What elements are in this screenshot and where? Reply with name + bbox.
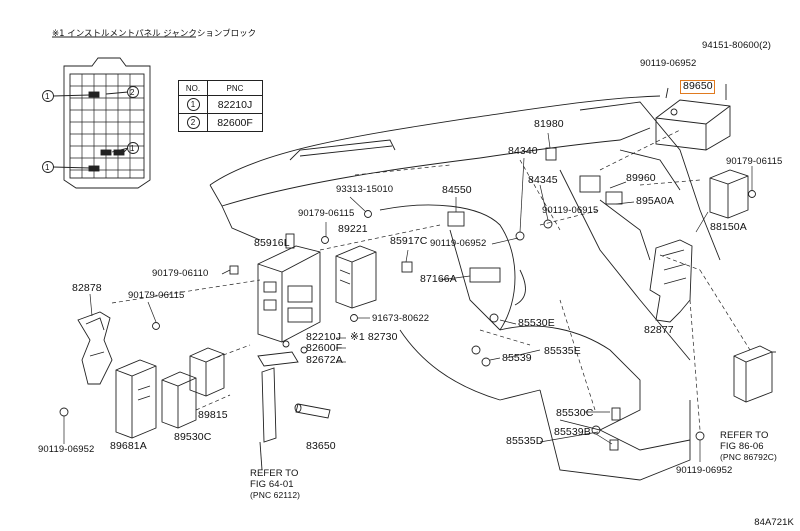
part-label[interactable]: 89815 <box>198 409 228 421</box>
refer-note-line[interactable]: FIG 86-06 <box>720 441 764 452</box>
inset-callout-2: 2 <box>130 88 135 97</box>
part-label[interactable]: 89221 <box>338 223 368 235</box>
part-label[interactable]: 84340 <box>508 145 538 157</box>
part-label[interactable]: 85535E <box>544 345 581 357</box>
part-label[interactable]: 89681A <box>110 440 147 452</box>
inset-callout-1b: 1 <box>130 144 135 153</box>
module-89681A <box>115 359 157 439</box>
part-label[interactable]: 90119-06952 <box>38 444 95 455</box>
pnc-row-no: 2 <box>186 116 200 129</box>
part-label[interactable]: 85539B <box>554 426 591 438</box>
inset-callout-1a: 1 <box>45 92 50 101</box>
highlight-box <box>680 80 715 94</box>
junction-block-inset <box>42 57 151 189</box>
part-label[interactable]: 89530C <box>174 431 212 443</box>
part-label[interactable]: 90119-06952 <box>676 465 733 476</box>
instrument-panel-outline <box>209 95 721 481</box>
junction-block-82730 <box>257 233 321 343</box>
bracket-82877 <box>649 239 693 323</box>
refer-note-line: (PNC 62112) <box>250 490 301 500</box>
part-label[interactable]: 87166A <box>420 273 457 285</box>
part-label[interactable]: 85916L <box>254 237 290 249</box>
part-label[interactable]: 90119-06952 <box>640 58 697 69</box>
part-label[interactable]: 82877 <box>644 324 674 336</box>
part-label[interactable]: 82600F <box>306 342 343 354</box>
part-label[interactable]: 91673-80622 <box>372 313 430 324</box>
part-label[interactable]: ※1 82730 <box>350 331 398 343</box>
part-label[interactable]: 94151-80600(2) <box>702 40 772 51</box>
module-86792C <box>733 345 776 403</box>
part-label[interactable]: 90179-06115 <box>128 290 185 301</box>
part-label[interactable]: 85917C <box>390 235 428 247</box>
part-label[interactable]: 90179-06110 <box>152 268 209 279</box>
module-89530C <box>161 371 197 429</box>
part-label[interactable]: 93313-15010 <box>336 184 394 195</box>
part-label[interactable]: 90179-06115 <box>298 208 355 219</box>
part-label[interactable]: 895A0A <box>636 195 674 207</box>
pnc-table-header-no: NO. <box>178 80 208 96</box>
part-label[interactable]: 81980 <box>534 118 564 130</box>
pnc-row-no: 1 <box>186 98 200 111</box>
part-label[interactable]: 82878 <box>72 282 102 294</box>
module-89650 <box>655 84 731 151</box>
diagram-code: 84A721K <box>754 517 794 528</box>
part-label-highlighted[interactable]: 89650 <box>683 80 713 92</box>
part-label[interactable]: 90179-06115 <box>726 156 783 167</box>
part-label[interactable]: 90119-06915 <box>542 205 599 216</box>
refer-note-line: (PNC 86792C) <box>720 452 777 462</box>
refer-note-line: REFER TO <box>250 468 299 479</box>
part-label[interactable]: 85530E <box>518 317 555 329</box>
pnc-table: NO. PNC 1 82210J 2 82600F <box>178 80 263 132</box>
part-label[interactable]: 85530C <box>556 407 594 419</box>
part-label[interactable]: 82672A <box>306 354 343 366</box>
module-88150A <box>709 169 756 219</box>
part-83650 <box>294 403 331 419</box>
part-label[interactable]: 85535D <box>506 435 544 447</box>
part-label[interactable]: 84550 <box>442 184 472 196</box>
part-label[interactable]: 89960 <box>626 172 656 184</box>
part-label[interactable]: 83650 <box>306 440 336 452</box>
pnc-row-value[interactable]: 82210J <box>207 95 263 114</box>
part-label[interactable]: 90119-06952 <box>430 238 487 249</box>
part-label[interactable]: 82210J <box>306 331 342 343</box>
bracket-82878 <box>77 311 113 385</box>
pnc-row-value[interactable]: 82600F <box>207 113 263 132</box>
strip-82672A <box>257 351 299 471</box>
refer-note-line: REFER TO <box>720 430 769 441</box>
refer-note-line[interactable]: FIG 64-01 <box>250 479 294 490</box>
part-label[interactable]: 84345 <box>528 174 558 186</box>
pnc-table-header-pnc: PNC <box>207 80 263 96</box>
header-note: ※1 インストルメントパネル ジャンクションブロック <box>52 29 257 39</box>
module-89815 <box>189 347 225 397</box>
inset-callout-1c: 1 <box>45 163 50 172</box>
part-label[interactable]: 85539 <box>502 352 532 364</box>
part-label[interactable]: 88150A <box>710 221 747 233</box>
ecu-89221 <box>335 245 377 309</box>
